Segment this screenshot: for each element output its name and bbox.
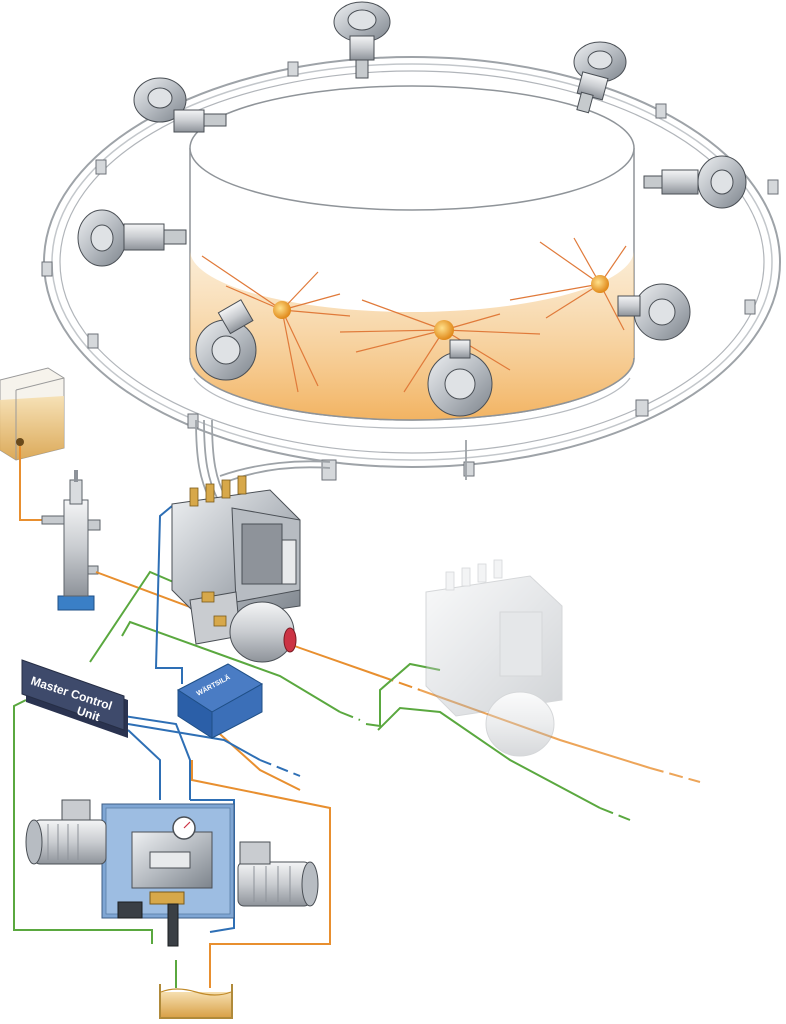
lubricator-module: [171, 475, 301, 663]
lubrication-quill-icon: [77, 1, 747, 417]
electric-motor-icon: [25, 799, 107, 865]
master-control-unit-line2: Unit: [75, 704, 102, 725]
feed-rate-box: WÄRTSILÄ: [177, 663, 264, 739]
lubricator-module-ghost: [425, 559, 563, 757]
oil-injection-points: [273, 275, 609, 340]
electric-motor-icon-right: [237, 841, 319, 907]
oil-spray-arrows: [201, 237, 627, 393]
tank-feed-line: [19, 446, 46, 521]
pump-station: [25, 799, 319, 947]
engine-cylinder: [189, 85, 635, 429]
pipe-clamps: [41, 61, 779, 481]
tank-icon: [0, 367, 65, 461]
master-control-unit: Master Control Unit: [21, 659, 128, 738]
feed-lines: [95, 571, 701, 988]
oil-sump: [159, 984, 233, 1019]
filter-unit: [41, 470, 101, 611]
gauge-icon: [172, 816, 196, 840]
